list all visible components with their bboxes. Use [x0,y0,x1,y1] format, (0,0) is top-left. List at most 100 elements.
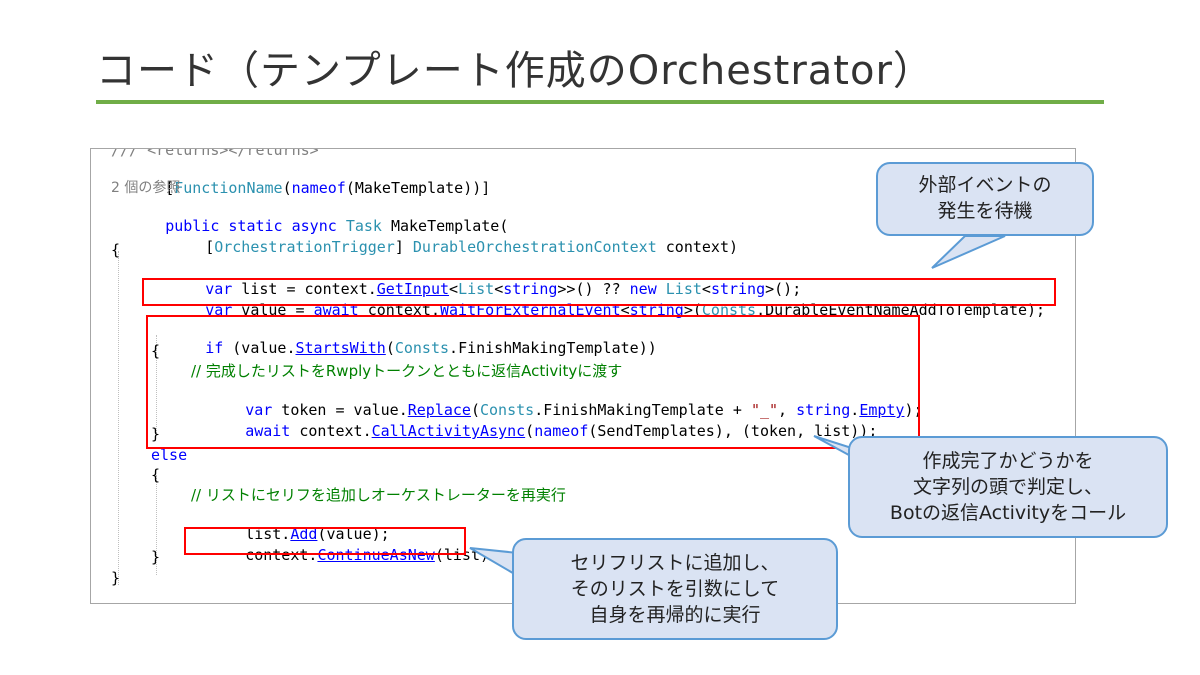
callout-tail-external-event [931,235,1006,269]
token: nameof [291,179,346,197]
token: (value); [317,525,390,543]
token: < [620,301,630,319]
token: . [850,401,860,419]
token: FunctionName [174,179,283,197]
token: ( [525,422,535,440]
token: ] [394,238,413,256]
token: OrchestrationTrigger [214,238,395,256]
indent-guide [156,335,157,435]
token: list. [245,525,291,543]
token: string [796,401,851,419]
token: token = value. [272,401,408,419]
token: new [629,280,657,298]
token: var [205,280,233,298]
token: Consts [394,339,450,357]
token: Task [345,217,382,235]
highlight-continue-as-new [184,527,466,555]
token: [ [205,238,215,256]
token: ( [470,401,480,419]
token: Replace [407,401,471,419]
token: context. [245,546,318,564]
callout-line: 作成完了かどうかを [922,450,1094,472]
token: Consts [480,401,535,419]
token: < [449,280,459,298]
code-brace-close: } [151,425,161,443]
code-brace-close: } [111,569,121,587]
code-line-call-activity: await context.CallActivityAsync(nameof(S… [191,404,877,440]
token: Empty [859,401,905,419]
code-line-token: var token = value.Replace(Consts.FinishM… [191,383,922,419]
highlight-if-block [146,315,920,449]
token: . [756,301,766,319]
code-brace-close: } [151,548,161,566]
token: List [458,280,495,298]
callout-line: そのリストを引数にして [570,578,780,600]
token: if [205,339,224,357]
code-line-var-list: var list = context.GetInput<List<string>… [151,262,801,298]
callout-line: Botの返信Activityをコール [889,502,1127,524]
code-comment: // 完成したリストをRwplyトークンとともに返信Activityに渡す [191,362,623,380]
token: [ [165,179,175,197]
token: ( [385,339,395,357]
token: public static async [165,217,346,235]
token: context. [290,422,372,440]
token: string [503,280,558,298]
token: FinishMakingTemplate [543,401,724,419]
token: . [534,401,544,419]
indent-guide [156,475,157,575]
token: )) [638,339,657,357]
token: CallActivityAsync [371,422,526,440]
token: >(); [765,280,802,298]
token: FinishMakingTemplate [458,339,639,357]
code-line-continue-as-new: context.ContinueAsNew(list); [191,528,498,564]
token: var [245,401,273,419]
code-brace-open: { [151,342,161,360]
token: < [701,280,711,298]
token: + [723,401,751,419]
callout-line: 外部イベントの [918,174,1052,196]
code-brace-open: { [151,466,161,484]
callout-line: 文字列の頭で判定し、 [912,476,1103,498]
code-lens-references[interactable]: 2 個の参照 [111,180,181,196]
token: DurableOrchestrationContext [412,238,657,256]
code-line-else: else [151,446,188,464]
code-line-if: if (value.StartsWith(Consts.FinishMaking… [151,321,657,357]
token: < [494,280,504,298]
callout-line: 自身を再帰的に実行 [589,604,761,626]
code-line-attribute: [FunctionName(nameof(MakeTemplate))] [111,161,490,197]
code-comment: // リストにセリフを追加しオーケストレーターを再実行 [191,486,566,504]
token: MakeTemplate( [381,217,509,235]
token: ( [282,179,292,197]
title-underline [96,100,1104,104]
callout-line: セリフリストに追加し、 [570,552,780,574]
callout-continue-as-new: セリフリストに追加し、 そのリストを引数にして 自身を再帰的に実行 [512,538,838,640]
indent-guide [118,251,119,585]
code-line-returns: /// <returns></returns> [111,148,319,159]
token: context) [656,238,739,256]
token: "_" [750,401,779,419]
callout-finish-check: 作成完了かどうかを 文字列の頭で判定し、 Botの返信Activityをコール [848,436,1168,538]
slide-title: コード（テンプレート作成のOrchestrator） [96,48,934,94]
token: ContinueAsNew [317,546,435,564]
token: StartsWith [295,339,386,357]
token: await [245,422,291,440]
token: GetInput [376,280,450,298]
token: List [665,280,702,298]
token: nameof [534,422,589,440]
token: (SendTemplates), (token, list)); [588,422,878,440]
code-line-parameter: [OrchestrationTrigger] DurableOrchestrat… [151,220,738,256]
callout-tail-continue-as-new [469,547,519,578]
token: (value. [223,339,296,357]
code-brace-open: { [111,241,121,259]
token: , [778,401,797,419]
callout-external-event: 外部イベントの 発生を待機 [876,162,1094,236]
token: list = context. [232,280,377,298]
token: . [449,339,459,357]
token: >>() ?? [557,280,630,298]
callout-line: 発生を待機 [937,200,1033,222]
token: Add [290,525,318,543]
token: (MakeTemplate))] [345,179,491,197]
highlight-wait-external-event [142,278,1056,306]
token: string [710,280,766,298]
code-line-list-add: list.Add(value); [191,507,390,543]
